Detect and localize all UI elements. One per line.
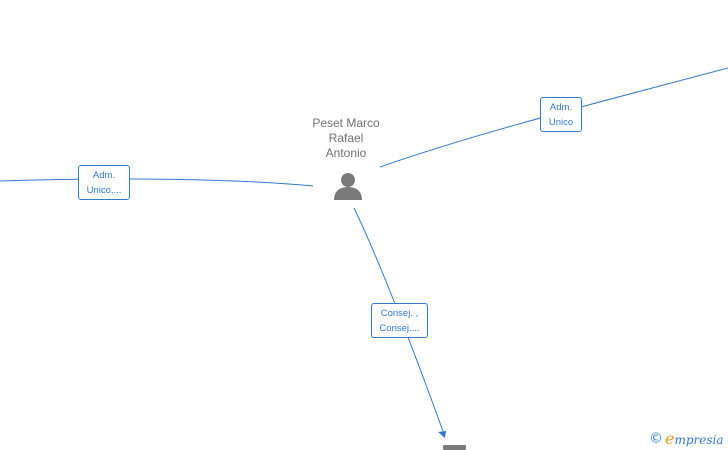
copyright-symbol: © bbox=[649, 430, 663, 447]
brand-watermark: ©empresia bbox=[649, 429, 724, 448]
brand-logo: empresia bbox=[665, 429, 724, 448]
node-name-peset-marco[interactable]: Peset Marco Rafael Antonio bbox=[296, 116, 396, 161]
edge-label-left-line-2: Unico,... bbox=[86, 185, 122, 196]
edge-label-down-line-2: Consej.... bbox=[379, 323, 420, 334]
edge-label-left-line-1: Adm. bbox=[92, 170, 116, 181]
person-icon[interactable] bbox=[333, 171, 363, 201]
node-name-line-1: Peset Marco bbox=[312, 116, 380, 130]
edge-label-right[interactable]: Adm. Unico bbox=[540, 97, 582, 132]
node-name-line-2: Rafael bbox=[328, 131, 364, 145]
edge-arrow-down bbox=[438, 431, 446, 438]
edge-label-down-line-1: Consej. , bbox=[380, 308, 419, 319]
edge-label-left[interactable]: Adm. Unico,... bbox=[78, 165, 130, 200]
edge-line-left bbox=[0, 178, 314, 187]
brand-logo-initial: e bbox=[665, 429, 675, 448]
edge-label-right-line-2: Unico bbox=[548, 117, 574, 128]
edge-label-right-line-1: Adm. bbox=[549, 102, 573, 113]
edge-label-down[interactable]: Consej. , Consej.... bbox=[371, 303, 428, 338]
brand-logo-rest: mpresia bbox=[674, 433, 724, 447]
company-icon[interactable] bbox=[443, 445, 466, 450]
node-name-line-3: Antonio bbox=[325, 146, 367, 160]
